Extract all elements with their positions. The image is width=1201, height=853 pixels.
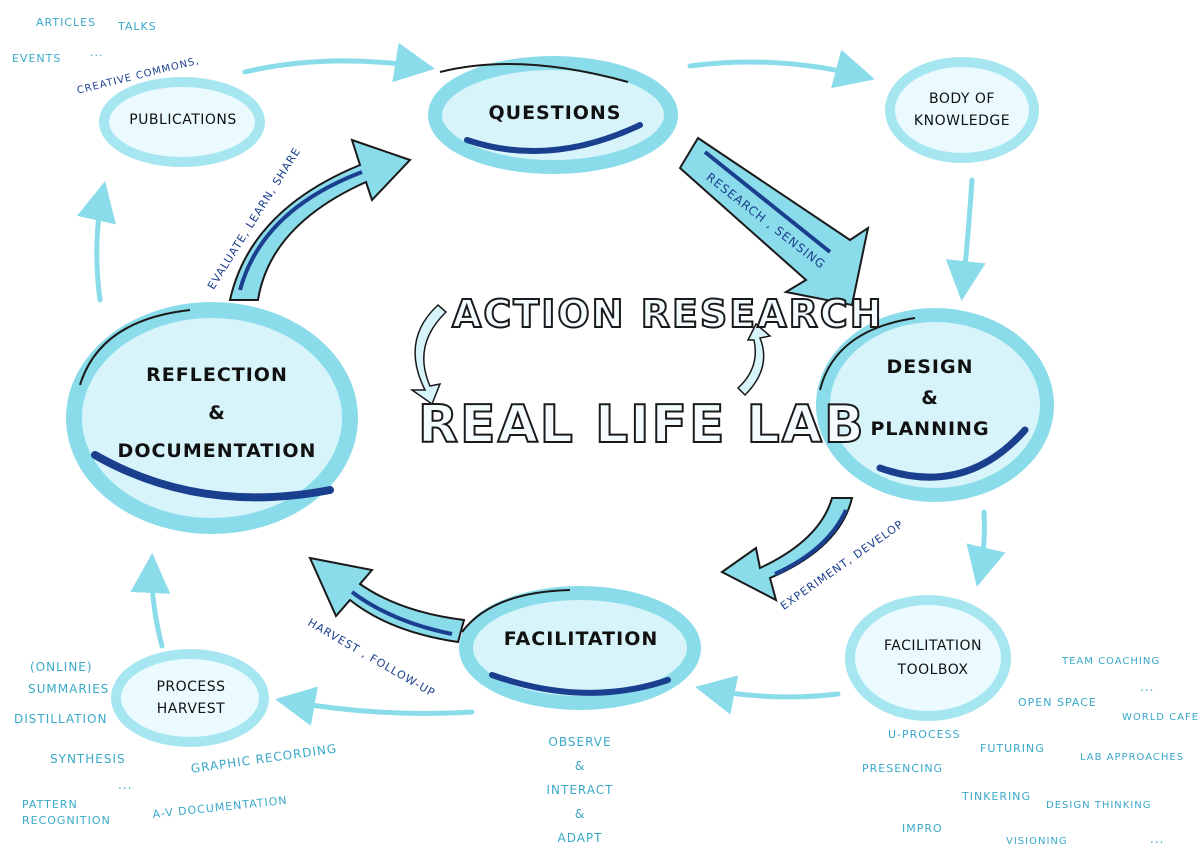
center-cycle-arrow-left [409, 303, 448, 406]
note-facilitation-column: OBSERVE & INTERACT & ADAPT [540, 730, 620, 850]
node-design-line3: PLANNING [870, 418, 990, 440]
note-amp2: & [574, 807, 586, 821]
arrow-evaluate [228, 138, 412, 301]
note-summaries: SUMMARIES [28, 682, 110, 696]
note-synthesis: SYNTHESIS [50, 752, 126, 766]
arrow-experiment [720, 497, 854, 602]
note-team-coaching: TEAM COACHING [1062, 656, 1161, 667]
arrow-publications-to-questions [242, 42, 435, 83]
note-tinkering: TINKERING [962, 790, 1031, 803]
arrow-reflection-to-publications [76, 181, 116, 303]
note-impro: IMPRO [902, 822, 943, 835]
arrow-questions-to-knowledge [687, 49, 875, 89]
node-facilitation-toolbox: FACILITATION TOOLBOX [868, 634, 998, 682]
note-ellipsis-toolbox2: ... [1150, 832, 1165, 846]
node-toolbox-line1: FACILITATION [883, 638, 983, 654]
reflection-blob [66, 302, 358, 534]
node-design-line1: DESIGN [886, 356, 974, 378]
note-futuring: FUTURING [980, 742, 1045, 755]
node-facilitation: FACILITATION [503, 628, 659, 650]
node-publications: PUBLICATIONS [129, 112, 237, 128]
note-online: (ONLINE) [30, 660, 93, 674]
questions-blob [428, 56, 678, 174]
note-amp1: & [574, 759, 586, 773]
body-of-knowledge-blob [885, 57, 1039, 163]
note-pattern: PATTERN [22, 798, 78, 811]
note-recognition: RECOGNITION [22, 814, 111, 827]
node-harvest-line2: HARVEST [156, 701, 226, 717]
facilitation-blob [459, 586, 701, 710]
node-reflection-line3: DOCUMENTATION [117, 440, 317, 462]
node-body-line1: BODY OF [929, 91, 995, 107]
node-design-planning: DESIGN & PLANNING [860, 352, 1000, 445]
note-adapt: ADAPT [557, 831, 603, 845]
arrow-harvest-to-reflection [130, 553, 171, 649]
note-lab-approaches: LAB APPROACHES [1080, 752, 1185, 763]
node-reflection-documentation: REFLECTION & DOCUMENTATION [112, 356, 322, 470]
node-process-harvest: PROCESS HARVEST [136, 676, 246, 720]
facilitation-toolbox-blob [845, 595, 1011, 721]
process-harvest-blob [111, 649, 269, 747]
note-design-thinking: DESIGN THINKING [1046, 800, 1152, 811]
arrow-harvest [308, 556, 466, 644]
center-cycle-arrow-right [736, 322, 772, 397]
node-design-line2: & [921, 387, 939, 409]
title-real-life-lab: REAL LIFE LAB [417, 394, 866, 456]
node-toolbox-line2: TOOLBOX [897, 662, 969, 678]
thin-connectors [76, 42, 1006, 726]
node-harvest-line1: PROCESS [156, 679, 226, 695]
node-reflection-line1: REFLECTION [146, 364, 288, 386]
arrow-toolbox-to-facilitation [695, 675, 841, 715]
note-ellipsis-pub: ... [90, 46, 104, 59]
note-open-space: OPEN SPACE [1018, 696, 1097, 709]
note-visioning: VISIONING [1006, 836, 1068, 847]
arrow-facilitation-to-harvest [275, 686, 475, 726]
arrow-research [678, 136, 870, 307]
note-u-process: U-PROCESS [888, 728, 961, 741]
note-interact: INTERACT [546, 783, 614, 797]
arrow-design-to-toolbox [966, 509, 1006, 587]
note-distillation: DISTILLATION [14, 712, 108, 726]
note-talks: TALKS [118, 20, 157, 33]
publications-blob [99, 77, 265, 167]
title-action-research: ACTION RESEARCH [451, 291, 884, 337]
note-presencing: PRESENCING [862, 762, 944, 775]
note-events: EVENTS [12, 52, 62, 65]
design-blob [816, 308, 1054, 502]
note-ellipsis-toolbox1: ... [1140, 680, 1155, 694]
node-questions: QUESTIONS [488, 102, 622, 124]
node-body-of-knowledge: BODY OF KNOWLEDGE [902, 88, 1022, 132]
note-articles: ARTICLES [36, 16, 97, 29]
note-world-cafe: WORLD CAFE [1122, 712, 1200, 723]
note-ellipsis-harvest: ... [118, 778, 133, 792]
node-body-line2: KNOWLEDGE [913, 113, 1011, 129]
arrow-knowledge-to-design [945, 177, 986, 301]
node-reflection-line2: & [208, 402, 226, 424]
note-observe: OBSERVE [548, 735, 612, 749]
